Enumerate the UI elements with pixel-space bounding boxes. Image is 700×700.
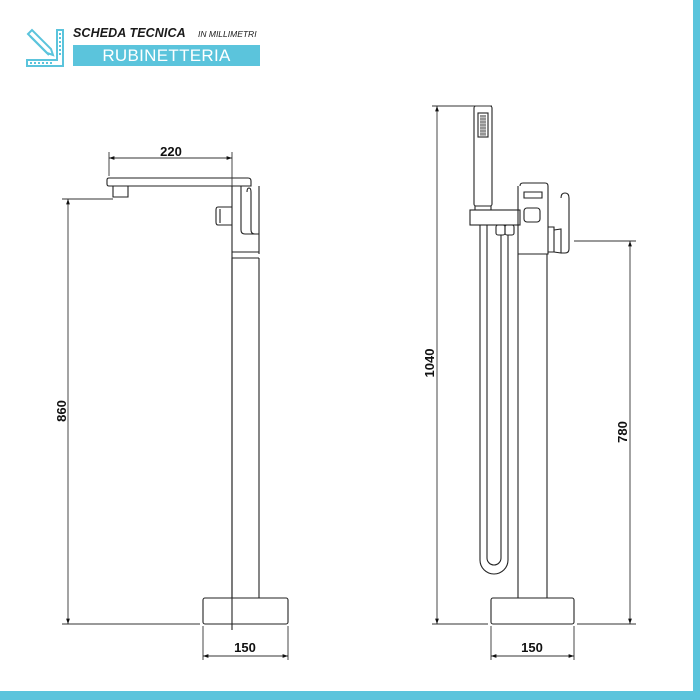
dim-spout-reach: 220 (160, 144, 182, 159)
dim-height-780: 780 (615, 421, 630, 443)
dim-height-1040: 1040 (422, 349, 437, 378)
pencil-ruler-icon (26, 28, 64, 67)
dim-height-860: 860 (54, 400, 69, 422)
front-view-drawing (469, 105, 575, 625)
sheet-title: SCHEDA TECNICA (73, 26, 186, 40)
unit-note: IN MILLIMETRI (198, 29, 257, 39)
dim-base-right: 150 (521, 640, 543, 655)
accent-border-bottom (0, 691, 700, 700)
category-banner: RUBINETTERIA (73, 45, 260, 66)
dim-base-left: 150 (234, 640, 256, 655)
side-view-drawing (106, 177, 289, 630)
accent-border-right (693, 0, 700, 700)
